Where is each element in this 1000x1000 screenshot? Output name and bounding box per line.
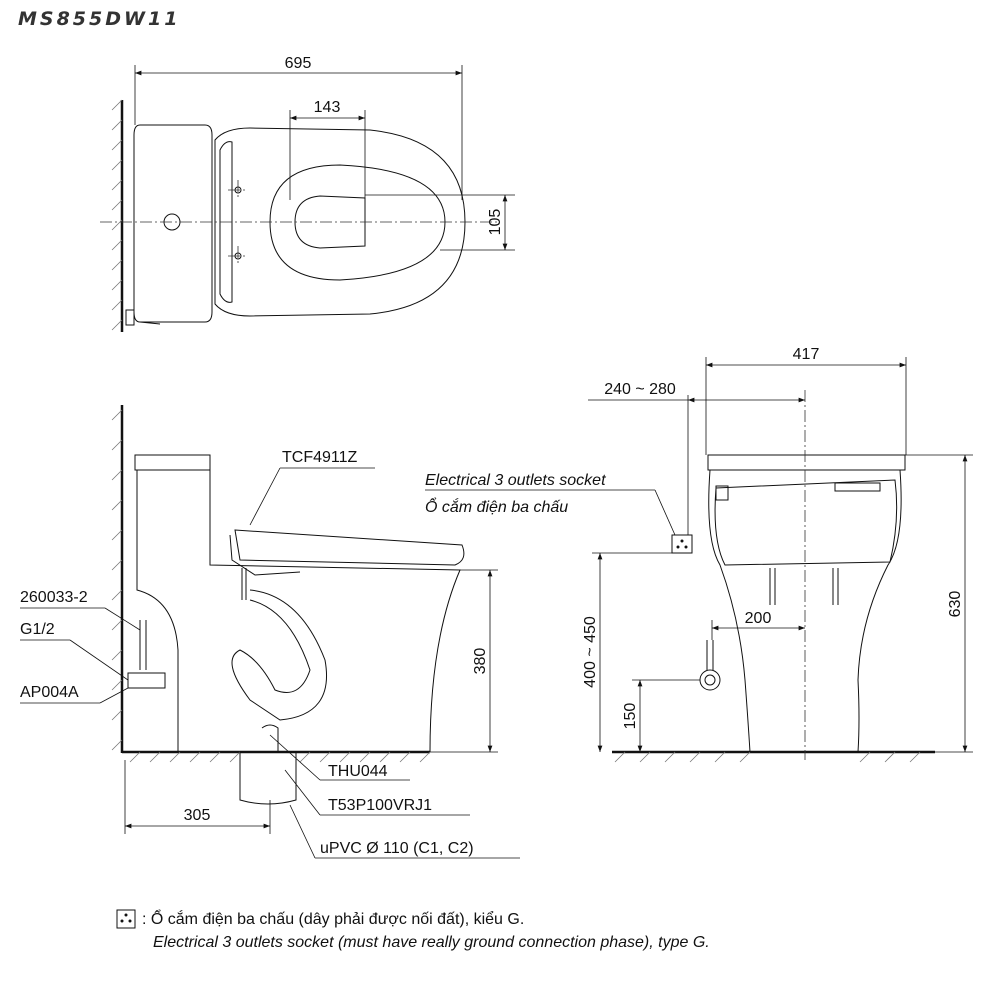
thread-label: G1/2 (20, 621, 55, 638)
socket-label-vi: Ổ cắm điện ba chấu (425, 497, 568, 516)
dim-offset: 105 (487, 209, 504, 236)
legend-text-en: Electrical 3 outlets socket (must have r… (153, 934, 710, 951)
socket-label-en: Electrical 3 outlets socket (425, 472, 606, 489)
tank-lid (707, 454, 906, 471)
flange-model-label: THU044 (328, 763, 388, 780)
dim-width: 417 (793, 346, 820, 363)
tank-outline (133, 124, 213, 323)
socket-icon (671, 534, 693, 554)
dim-valve-height: 150 (622, 703, 639, 730)
pipe-model-label: T53P100VRJ1 (328, 797, 432, 814)
pipe-spec-label: uPVC Ø 110 (C1, C2) (320, 840, 474, 857)
dim-socket-height: 400 ~ 450 (582, 616, 599, 688)
washlet-body (714, 479, 898, 566)
valve-model-label: 260033-2 (20, 589, 88, 606)
dim-seat-width: 143 (314, 99, 341, 116)
dim-height: 380 (472, 648, 489, 675)
dim-length: 695 (285, 55, 312, 72)
dim-valve-offset: 200 (745, 610, 772, 627)
model-number: MS855DW11 (18, 8, 181, 30)
washlet-seat (234, 529, 465, 566)
dim-total-height: 630 (947, 591, 964, 618)
three-pin-socket-icon (116, 909, 136, 929)
tank-lid (134, 454, 211, 471)
front-view: Electrical 3 outlets socket Ổ cắm điện b… (425, 346, 973, 763)
hose-model-label: AP004A (20, 684, 79, 701)
side-view: TCF4911Z 260033-2 G1/2 AP004A THU044 T53… (20, 405, 520, 859)
legend-text-vi: : Ổ cắm điện ba chấu (dây phải được nối … (142, 909, 524, 928)
top-view: 695 143 105 (100, 55, 515, 332)
dim-rough-in: 305 (184, 807, 211, 824)
legend: : Ổ cắm điện ba chấu (dây phải được nối … (116, 909, 710, 951)
seat-model-label: TCF4911Z (282, 449, 358, 466)
dim-socket-offset: 240 ~ 280 (604, 381, 676, 398)
